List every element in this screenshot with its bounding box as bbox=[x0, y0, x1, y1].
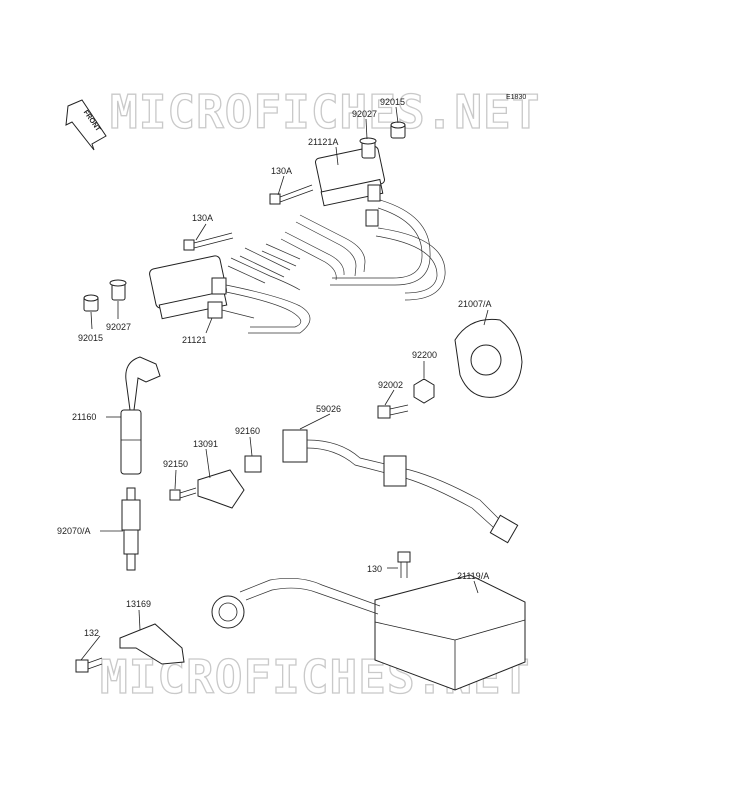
collar-92027-top bbox=[359, 137, 377, 159]
bracket-13091 bbox=[197, 469, 245, 509]
bracket-13169 bbox=[119, 623, 185, 665]
label-21121A: 21121A bbox=[308, 137, 338, 147]
ignition-coil-rear bbox=[261, 146, 446, 301]
label-21119A: 21119/A bbox=[457, 571, 489, 581]
front-arrow-icon: FRONT bbox=[65, 99, 107, 151]
bolt-130A-right bbox=[269, 184, 314, 205]
label-13169: 13169 bbox=[126, 599, 151, 609]
label-130A-right: 130A bbox=[271, 166, 292, 176]
label-21121: 21121 bbox=[182, 335, 206, 345]
label-92200: 92200 bbox=[412, 350, 437, 360]
collar-92027-left bbox=[109, 279, 127, 301]
label-13091: 13091 bbox=[193, 439, 218, 449]
nut-92200 bbox=[413, 378, 435, 404]
label-92150: 92150 bbox=[163, 459, 188, 469]
label-59026: 59026 bbox=[316, 404, 341, 414]
leader-lines bbox=[80, 106, 489, 661]
label-130: 130 bbox=[367, 564, 382, 574]
label-92002: 92002 bbox=[378, 380, 403, 390]
label-92027-top: 92027 bbox=[352, 109, 377, 119]
label-130A-left: 130A bbox=[192, 213, 213, 223]
bolt-130 bbox=[397, 551, 411, 578]
label-132: 132 bbox=[84, 628, 99, 638]
label-92015-left: 92015 bbox=[78, 333, 103, 343]
igniter-box bbox=[211, 574, 526, 691]
bolt-92002 bbox=[377, 404, 409, 419]
bolt-92150 bbox=[169, 487, 197, 501]
ignition-coil-front bbox=[149, 247, 311, 334]
label-21007A: 21007/A bbox=[458, 299, 492, 309]
diagram-code: E1830 bbox=[506, 94, 526, 101]
pickup-coil bbox=[282, 429, 519, 544]
label-92015-top: 92015 bbox=[380, 97, 405, 107]
plate-92160 bbox=[244, 455, 262, 473]
watermark-top: MICROFICHES.NET bbox=[110, 85, 540, 139]
label-92160: 92160 bbox=[235, 426, 260, 436]
pickup-rotor bbox=[454, 318, 523, 398]
label-92070A: 92070/A bbox=[57, 526, 91, 536]
bolt-132 bbox=[75, 657, 103, 673]
spark-plug bbox=[121, 487, 141, 571]
bolt-130A-left bbox=[183, 232, 234, 251]
collar-92015-left bbox=[83, 294, 99, 312]
label-92027-left: 92027 bbox=[106, 322, 131, 332]
label-21160: 21160 bbox=[72, 412, 96, 422]
collar-92015-top bbox=[390, 121, 406, 139]
spark-plug-cap bbox=[120, 356, 161, 475]
